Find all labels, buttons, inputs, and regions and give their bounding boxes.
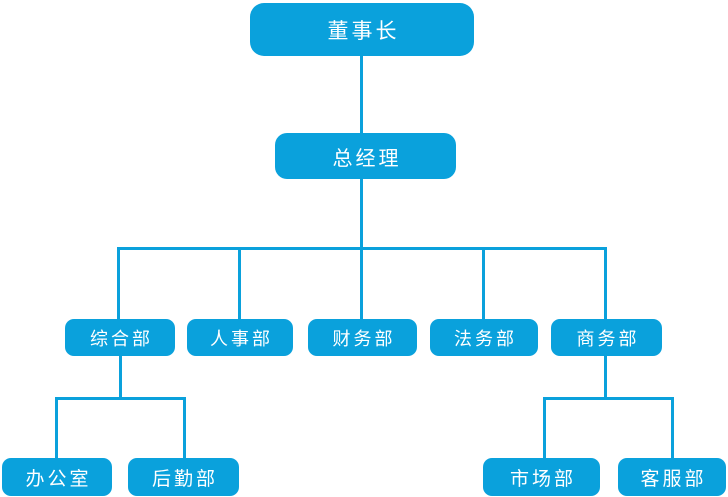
connector-chairman-to-gm — [360, 56, 363, 133]
connector-drop-business — [604, 247, 607, 319]
node-marketing-dept: 市场部 — [483, 458, 600, 496]
connector-bus-right — [543, 397, 674, 400]
node-chairman-label: 董事长 — [327, 18, 400, 43]
connector-drop-office — [55, 397, 58, 458]
node-office-label: 办公室 — [25, 467, 92, 490]
node-logistics-dept: 后勤部 — [128, 458, 239, 496]
connector-gm-to-bus — [360, 179, 363, 247]
node-business-dept-label: 商务部 — [576, 328, 640, 350]
connector-drop-legal — [482, 247, 485, 319]
node-general-affairs-dept-label: 综合部 — [90, 328, 153, 350]
connector-drop-logistics — [183, 397, 186, 458]
node-customer-service-dept-label: 客服部 — [640, 467, 707, 490]
node-hr-dept: 人事部 — [187, 319, 293, 356]
connector-business-to-bus — [604, 356, 607, 397]
connector-general-affairs-to-bus — [119, 356, 122, 397]
connector-drop-customer-service — [671, 397, 674, 458]
node-business-dept: 商务部 — [551, 319, 662, 356]
node-legal-dept-label: 法务部 — [454, 328, 517, 350]
node-logistics-dept-label: 后勤部 — [151, 467, 218, 490]
node-chairman: 董事长 — [250, 3, 474, 56]
node-office: 办公室 — [2, 458, 112, 496]
connector-drop-marketing — [543, 397, 546, 458]
node-legal-dept: 法务部 — [430, 319, 538, 356]
node-general-manager: 总经理 — [275, 133, 456, 179]
node-general-manager-label: 总经理 — [332, 145, 402, 170]
connector-drop-finance — [360, 247, 363, 319]
connector-drop-hr — [238, 247, 241, 319]
node-finance-dept: 财务部 — [308, 319, 417, 356]
connector-drop-general-affairs — [117, 247, 120, 319]
node-customer-service-dept: 客服部 — [618, 458, 726, 496]
connector-bus-left — [55, 397, 186, 400]
node-hr-dept-label: 人事部 — [210, 328, 273, 350]
node-general-affairs-dept: 综合部 — [65, 319, 175, 356]
node-marketing-dept-label: 市场部 — [509, 467, 576, 490]
node-finance-dept-label: 财务部 — [332, 328, 396, 350]
